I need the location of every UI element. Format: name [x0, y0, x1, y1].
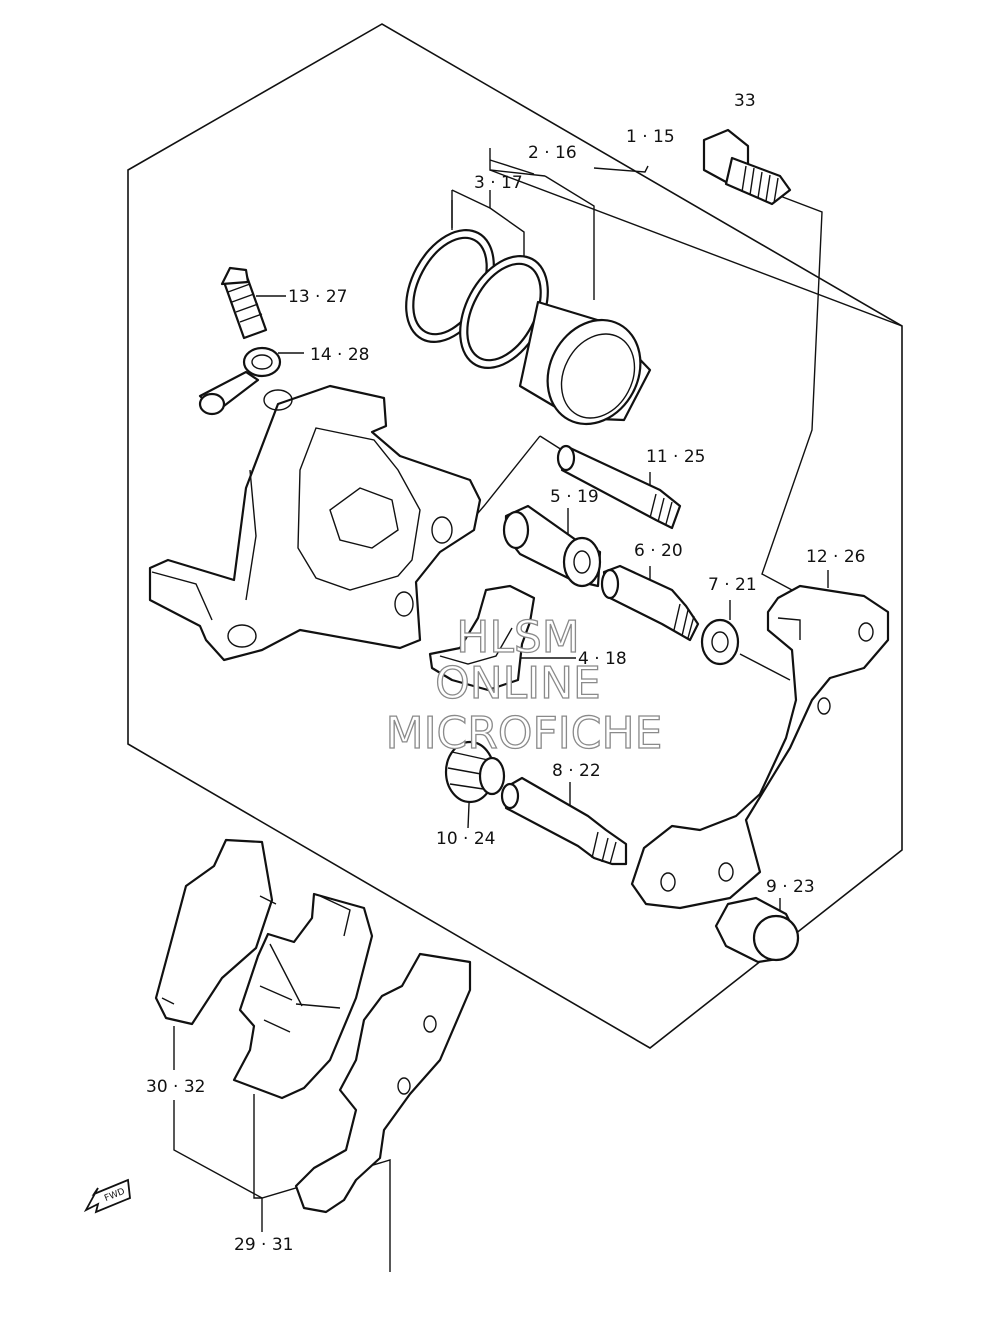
callout-12-26: 12 · 26: [806, 547, 865, 567]
piston-seals: [405, 229, 549, 369]
leader-lines: [173, 148, 903, 1272]
brake-pad-shim-30-32: [154, 838, 277, 1026]
callout-13-27: 13 · 27: [288, 287, 347, 307]
pin-sleeve: [502, 504, 602, 588]
guide-pin: [500, 776, 628, 866]
callout-6-20: 6 · 20: [634, 541, 683, 561]
fwd-arrow-icon: FWD: [83, 1178, 131, 1214]
callout-labels: 33 1 · 15 2 · 16 3 · 17 13 · 27 14 · 28 …: [146, 91, 865, 1255]
callout-1-15: 1 · 15: [626, 127, 675, 147]
brake-pad-plate: [294, 952, 472, 1214]
brake-pad-29-31: [232, 892, 374, 1100]
pin-boot: [444, 740, 506, 804]
caliper-body: [148, 384, 482, 662]
bolt-33: [702, 128, 792, 206]
watermark-line-1: HLSM: [456, 612, 580, 663]
callout-4-18: 4 · 18: [578, 649, 627, 669]
pad-spring: [428, 584, 536, 692]
callout-3-17: 3 · 17: [474, 173, 523, 193]
bracket-sleeve: [714, 896, 800, 964]
watermark-line-2: ONLINE: [435, 658, 601, 709]
watermark-line-3: MICROFICHE: [386, 708, 663, 759]
callout-14-28: 14 · 28: [310, 345, 369, 365]
bleeder-cap: [198, 346, 282, 416]
callout-11-25: 11 · 25: [646, 447, 705, 467]
callout-5-19: 5 · 19: [550, 487, 599, 507]
callout-8-22: 8 · 22: [552, 761, 601, 781]
bleeder-screw: [220, 266, 268, 340]
washer: [700, 618, 740, 666]
callout-10-24: 10 · 24: [436, 829, 495, 849]
watermark: HLSM ONLINE MICROFICHE: [385, 611, 663, 759]
callout-7-21: 7 · 21: [708, 575, 757, 595]
callout-29-31: 29 · 31: [234, 1235, 293, 1255]
slide-bolt: [600, 564, 700, 642]
callout-9-23: 9 · 23: [766, 877, 815, 897]
caliper-piston: [518, 300, 652, 426]
assembly-frame: [127, 23, 903, 1049]
callout-30-32: 30 · 32: [146, 1077, 205, 1097]
caliper-pin: [556, 444, 682, 530]
callout-2-16: 2 · 16: [528, 143, 577, 163]
caliper-bracket: [630, 584, 890, 910]
callout-33: 33: [734, 91, 756, 111]
